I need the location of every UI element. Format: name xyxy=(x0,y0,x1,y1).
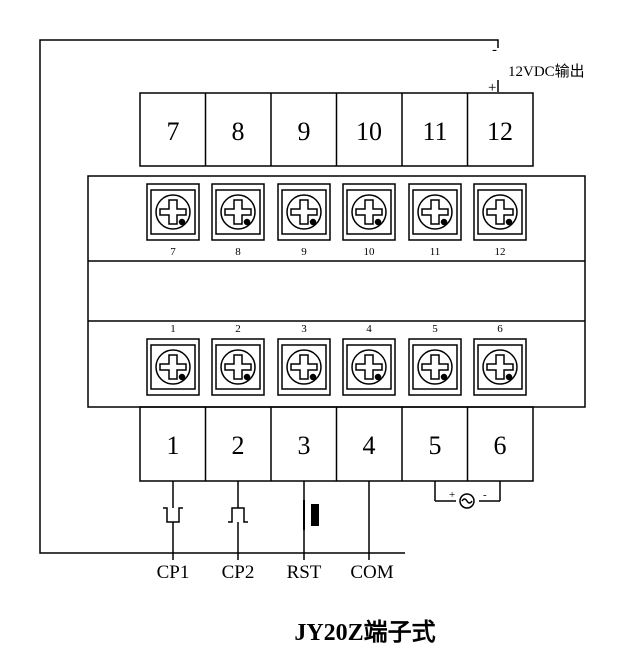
rst-button-body xyxy=(311,504,319,526)
terminal-number: 5 xyxy=(429,431,442,460)
screw-terminal xyxy=(146,183,200,241)
terminal-number: 12 xyxy=(495,246,506,258)
terminal-number: 11 xyxy=(430,246,441,258)
signal-label: CP1 xyxy=(157,562,190,583)
terminal-number: 8 xyxy=(235,246,241,258)
terminal-number: 6 xyxy=(494,431,507,460)
top-screw-row xyxy=(146,183,527,241)
terminal-number: 3 xyxy=(298,431,311,460)
bottom-block-labels: 1 2 3 4 5 6 xyxy=(167,431,507,460)
screw-terminal xyxy=(408,338,462,396)
bottom-screw-row xyxy=(146,338,527,396)
terminal-number: 9 xyxy=(301,246,307,258)
terminal-number: 7 xyxy=(167,117,180,146)
power-minus: - xyxy=(483,489,487,501)
output-note: 12VDC输出 xyxy=(508,63,585,80)
cp1-pulse-icon xyxy=(163,481,183,560)
ac-power-symbol xyxy=(434,481,501,509)
screw-terminal xyxy=(277,183,331,241)
screw-terminal xyxy=(211,338,265,396)
diagram-title: JY20Z端子式 xyxy=(294,619,435,646)
terminal-number: 2 xyxy=(232,431,245,460)
terminal-number: 6 xyxy=(497,323,503,335)
terminal-number: 11 xyxy=(422,117,447,146)
terminal-number: 5 xyxy=(432,323,438,335)
signal-label: COM xyxy=(350,562,393,583)
signal-label: CP2 xyxy=(222,562,255,583)
terminal-number: 8 xyxy=(232,117,245,146)
screw-terminal xyxy=(211,183,265,241)
supply-return-wire xyxy=(39,39,499,554)
polarity-minus: - xyxy=(492,42,497,58)
terminal-number: 7 xyxy=(170,246,176,258)
terminal-number: 10 xyxy=(364,246,376,258)
terminal-number: 4 xyxy=(366,323,372,335)
screw-terminal xyxy=(277,338,331,396)
device-body xyxy=(87,175,586,408)
top-screw-labels: 7 8 9 10 11 12 xyxy=(170,246,505,258)
terminal-number: 9 xyxy=(298,117,311,146)
signal-label: RST xyxy=(287,562,322,583)
screw-terminal xyxy=(408,183,462,241)
terminal-number: 12 xyxy=(487,117,513,146)
screw-terminal xyxy=(342,338,396,396)
terminal-number: 3 xyxy=(301,323,307,335)
terminal-number: 4 xyxy=(363,431,376,460)
terminal-number: 1 xyxy=(170,323,176,335)
power-plus: + xyxy=(449,489,455,501)
top-block-labels: 7 8 9 10 11 12 xyxy=(167,117,514,146)
screw-terminal xyxy=(342,183,396,241)
screw-terminal xyxy=(146,338,200,396)
screw-terminal xyxy=(473,338,527,396)
terminal-number: 1 xyxy=(167,431,180,460)
polarity-plus: + xyxy=(488,80,496,96)
screw-terminal xyxy=(473,183,527,241)
terminal-number: 2 xyxy=(235,323,241,335)
bottom-screw-labels: 1 2 3 4 5 6 xyxy=(170,323,503,335)
cp2-pulse-icon xyxy=(228,481,248,560)
terminal-number: 10 xyxy=(356,117,382,146)
